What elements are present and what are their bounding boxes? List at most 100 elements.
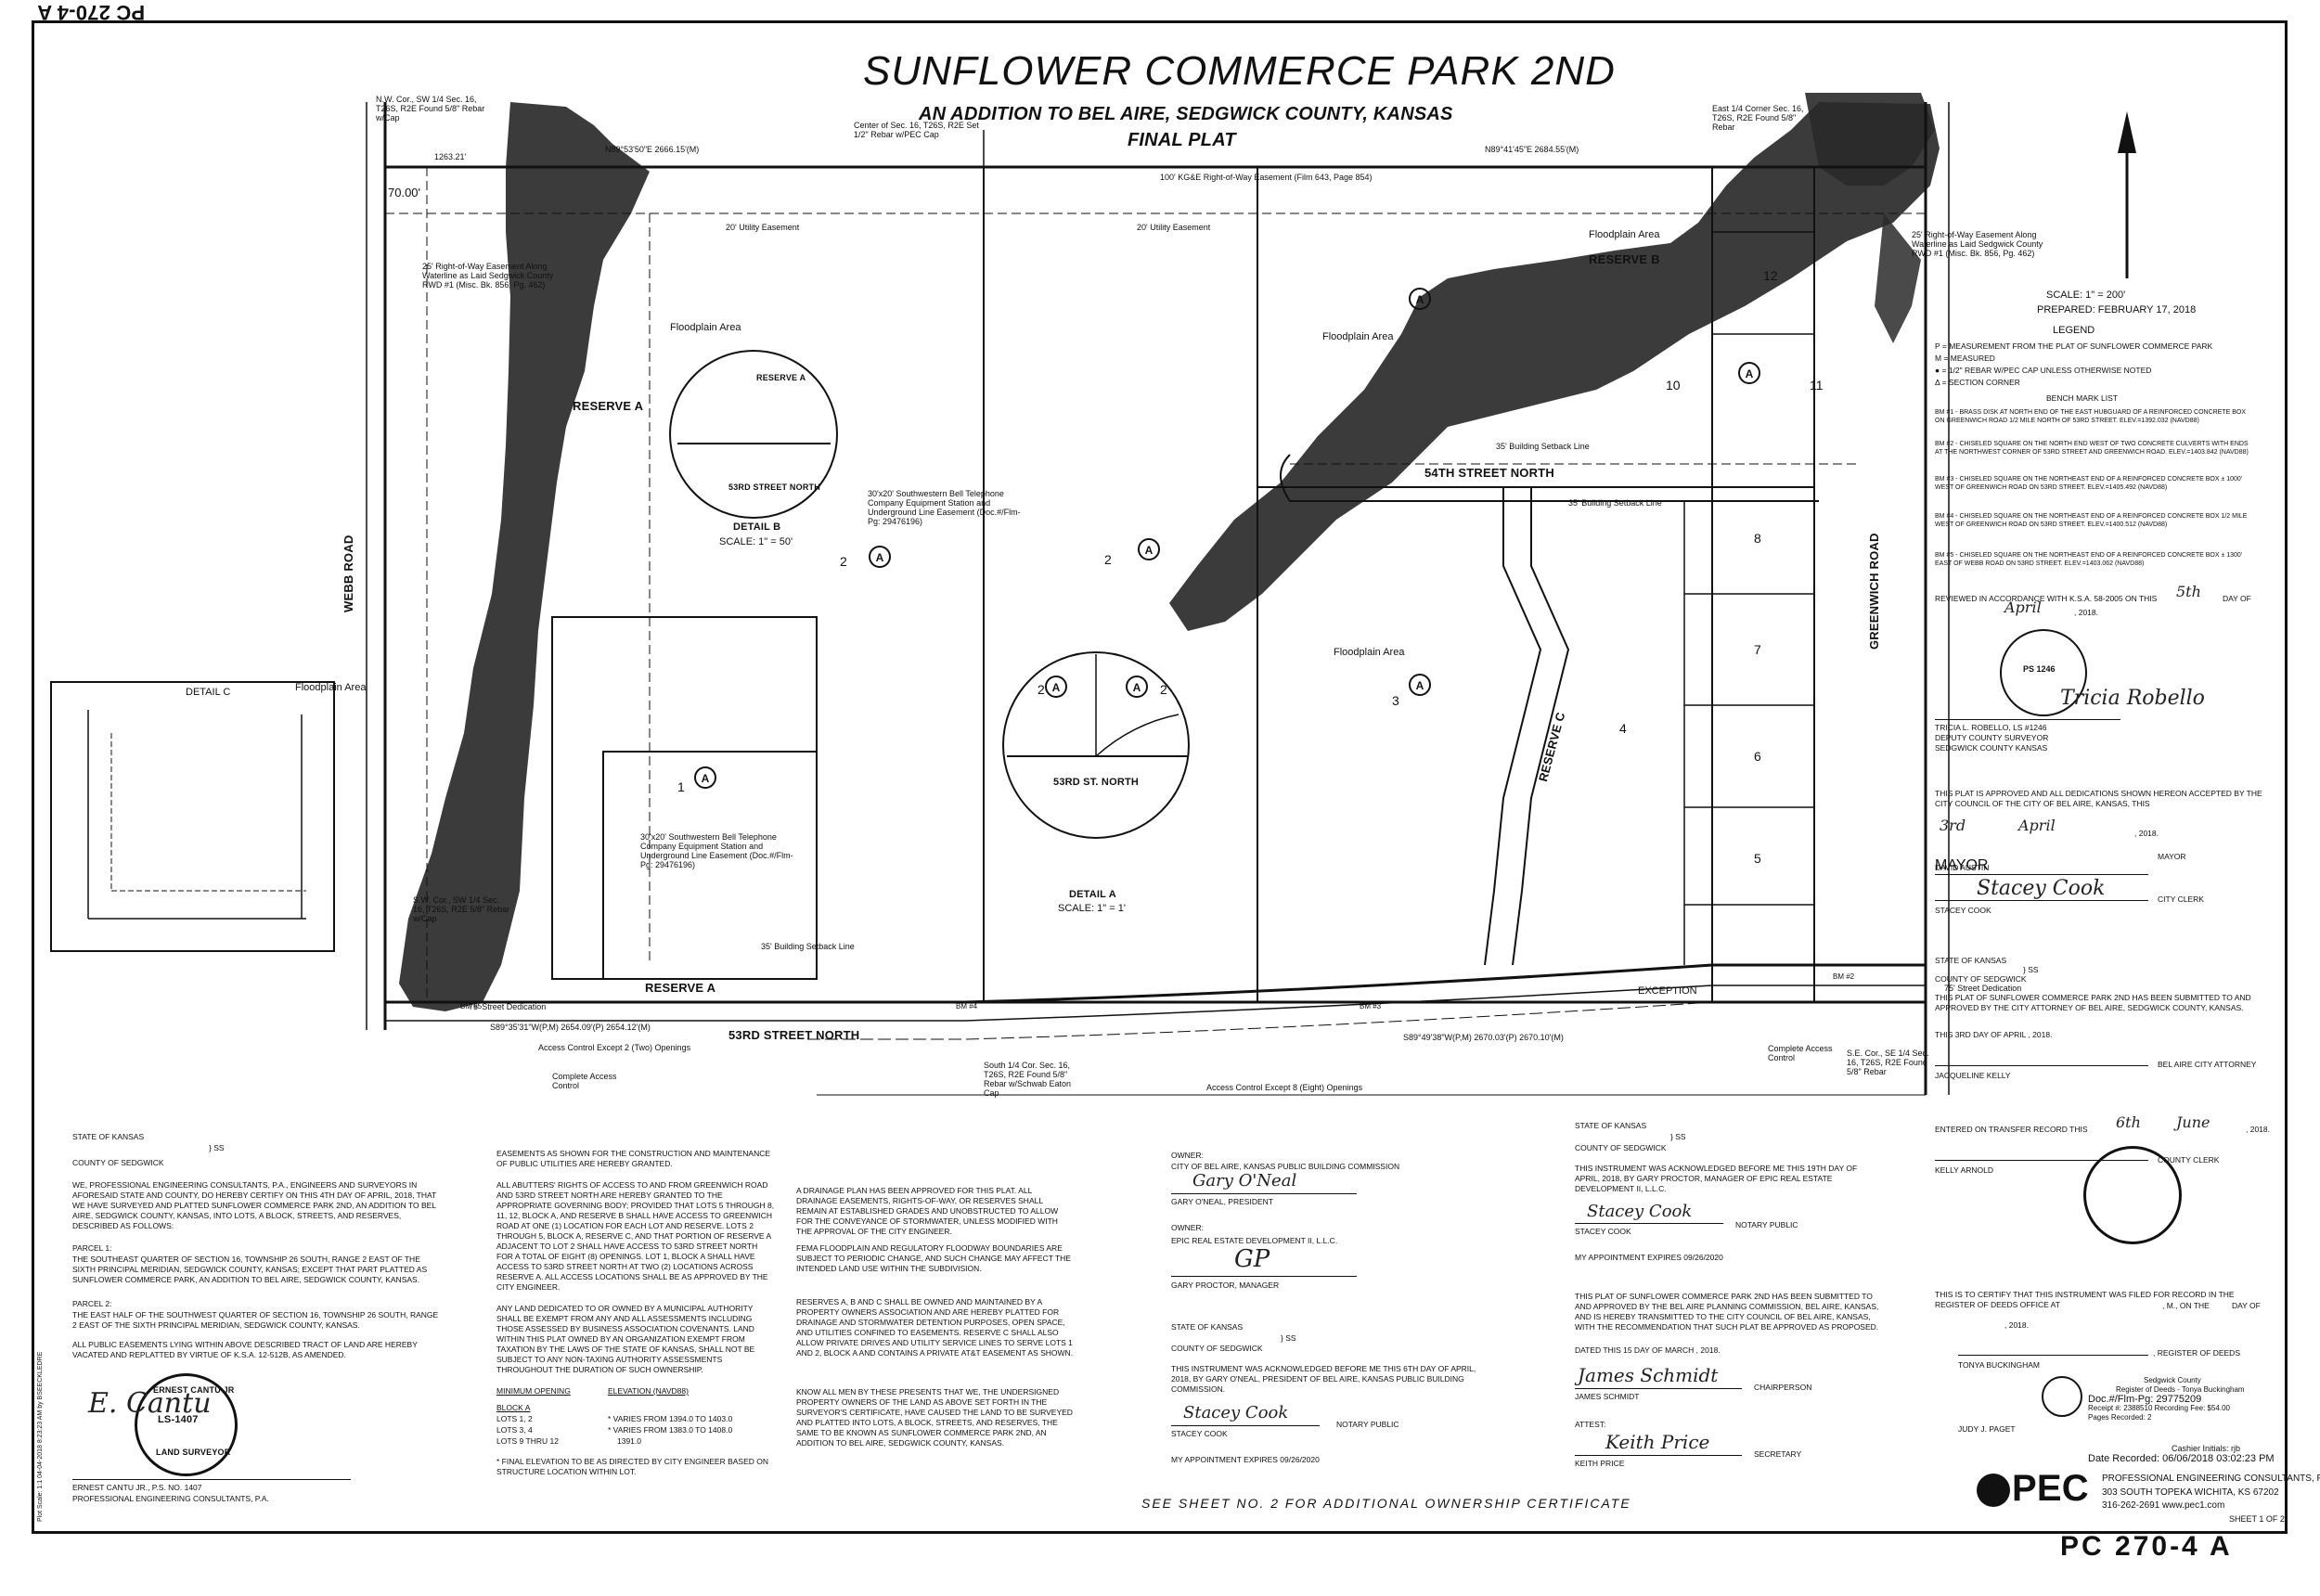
- dim-1263: 1263.21': [434, 152, 467, 161]
- svg-text:6: 6: [1754, 749, 1761, 764]
- vacate-text: ALL PUBLIC EASEMENTS LYING WITHIN ABOVE …: [72, 1340, 418, 1359]
- county-clerk-sig-line: [1935, 1160, 2148, 1161]
- cert-firm: PROFESSIONAL ENGINEERING CONSULTANTS, P.…: [72, 1494, 269, 1503]
- chair-sig-line: [1575, 1388, 1742, 1389]
- reviewed-day-label: DAY OF: [2223, 594, 2251, 603]
- chair-label: CHAIRPERSON: [1754, 1383, 1812, 1392]
- min-opening-title: MINIMUM OPENING: [496, 1386, 571, 1396]
- mayor-label: MAYOR: [2158, 852, 2186, 861]
- ack1-county: COUNTY OF SEDGWICK: [1171, 1344, 1263, 1353]
- recording-line: Pages Recorded: 2: [2088, 1413, 2152, 1422]
- secretary-label: SECRETARY: [1754, 1449, 1802, 1459]
- complete-access-label-east: Complete Access Control: [1768, 1044, 1833, 1062]
- street-dedication-label-west: 75' Street Dedication: [469, 1002, 547, 1011]
- reviewed-day: 5th: [2176, 583, 2201, 600]
- bearing-south-west: S89°35'31"W(P,M) 2654.09'(P) 2654.12'(M): [490, 1023, 651, 1032]
- svg-text:BM #2: BM #2: [1833, 972, 1855, 981]
- bench-mark-item: BM #5 - CHISELED SQUARE ON THE NORTHEAST…: [1935, 552, 2243, 567]
- lots-3-4: LOTS 3, 4: [496, 1425, 533, 1435]
- notary-1-sig-line: [1171, 1425, 1320, 1426]
- svg-text:5: 5: [1754, 851, 1761, 866]
- svg-text:7: 7: [1754, 642, 1761, 657]
- notary-1-label: NOTARY PUBLIC: [1336, 1420, 1399, 1429]
- attorney-name: JACQUELINE KELLY: [1935, 1071, 2011, 1080]
- center-section-label: Center of Sec. 16, T26S, R2E Set 1/2" Re…: [854, 121, 979, 139]
- ack2-text: THIS INSTRUMENT WAS ACKNOWLEDGED BEFORE …: [1575, 1164, 1858, 1193]
- ack2-county: COUNTY OF SEDGWICK: [1575, 1143, 1667, 1152]
- attorney-ss: } SS: [2023, 965, 2039, 974]
- street-dedication-label: 75' Street Dedication: [1944, 984, 2022, 993]
- row-easement-label-east: 25' Right-of-Way Easement Along Waterlin…: [1912, 230, 2043, 258]
- cert-state: STATE OF KANSAS: [72, 1132, 145, 1141]
- reserve-a-label: RESERVE A: [573, 399, 644, 413]
- elev-1: * VARIES FROM 1394.0 TO 1403.0: [608, 1414, 733, 1423]
- access-control-2-label: Access Control Except 2 (Two) Openings: [538, 1043, 691, 1052]
- surveyor-sig-line: [1935, 719, 2120, 720]
- svg-text:4: 4: [1619, 721, 1627, 736]
- lots-1-2: LOTS 1, 2: [496, 1414, 533, 1423]
- surveyor-cert-signature: E. Cantu: [88, 1387, 212, 1420]
- legend-item: ● = 1/2" REBAR W/PEC CAP UNLESS OTHERWIS…: [1935, 366, 2152, 375]
- block-a-label: BLOCK A: [496, 1403, 531, 1412]
- clerk-label: CITY CLERK: [2158, 895, 2204, 904]
- svg-text:BM #5: BM #5: [460, 1002, 483, 1010]
- transfer-year: , 2018.: [2246, 1125, 2270, 1134]
- ack1-state: STATE OF KANSAS: [1171, 1322, 1244, 1332]
- recording-line: Sedgwick County: [2144, 1376, 2201, 1384]
- parcel1-title: PARCEL 1:: [72, 1243, 112, 1253]
- svg-text:A: A: [876, 551, 884, 564]
- notary-2-signature: Stacey Cook: [1587, 1202, 1693, 1221]
- floodplain-label-east: Floodplain Area: [1589, 229, 1660, 240]
- surveyor-title: DEPUTY COUNTY SURVEYOR: [1935, 733, 2049, 742]
- detail-b-reserve: RESERVE A: [756, 373, 806, 382]
- attorney-sig-line: [1935, 1065, 2148, 1066]
- svg-text:A: A: [1133, 681, 1141, 694]
- firm-name: PROFESSIONAL ENGINEERING CONSULTANTS, P.…: [2102, 1474, 2320, 1484]
- final-elev-note: * FINAL ELEVATION TO BE AS DIRECTED BY C…: [496, 1457, 769, 1476]
- secretary-name: KEITH PRICE: [1575, 1459, 1625, 1468]
- svg-text:A: A: [1416, 679, 1424, 692]
- county-clerk-name: KELLY ARNOLD: [1935, 1165, 1993, 1175]
- owner-1-sig-line: [1171, 1193, 1357, 1194]
- filed-text: THIS IS TO CERTIFY THAT THIS INSTRUMENT …: [1935, 1290, 2235, 1309]
- utility-easement-label-2: 20' Utility Easement: [1137, 223, 1211, 232]
- bell-easement-label: 30'x20' Southwestern Bell Telephone Comp…: [868, 489, 1021, 526]
- detail-a-street: 53RD ST. NORTH: [1053, 777, 1140, 788]
- owner-2-signature: GP: [1234, 1245, 1270, 1273]
- svg-text:A: A: [702, 772, 710, 785]
- plat-type: FINAL PLAT: [1128, 130, 1236, 150]
- transfer-day: 6th: [2116, 1113, 2141, 1131]
- east-quarter-label: East 1/4 Corner Sec. 16, T26S, R2E Found…: [1712, 104, 1804, 132]
- reviewed-text: REVIEWED IN ACCORDANCE WITH K.S.A. 58-20…: [1935, 594, 2158, 603]
- planning-text: THIS PLAT OF SUNFLOWER COMMERCE PARK 2ND…: [1575, 1292, 1879, 1332]
- register-sig-line: [1958, 1355, 2148, 1356]
- row-easement-label: 25' Right-of-Way Easement Along Waterlin…: [422, 262, 554, 290]
- surveyor-seal-number: LS-1407: [158, 1414, 199, 1425]
- detail-b-title: DETAIL B: [733, 521, 781, 533]
- cert-county: COUNTY OF SEDGWICK: [72, 1158, 164, 1167]
- recording-doc: Doc.#/Flm-Pg: 29775209: [2088, 1394, 2202, 1405]
- surveyor-seal: [135, 1373, 238, 1476]
- filed-year: , 2018.: [2004, 1320, 2029, 1330]
- svg-text:11: 11: [1810, 378, 1824, 393]
- ack1-text: THIS INSTRUMENT WAS ACKNOWLEDGED BEFORE …: [1171, 1364, 1476, 1394]
- firm-address: 303 SOUTH TOPEKA WICHITA, KS 67202: [2102, 1487, 2279, 1498]
- council-year: , 2018.: [2134, 829, 2159, 838]
- bench-mark-item: BM #1 - BRASS DISK AT NORTH END OF THE E…: [1935, 409, 2247, 424]
- lots-9-12: LOTS 9 THRU 12: [496, 1436, 559, 1446]
- floodplain-east-edge: [1875, 213, 1921, 343]
- filed-at: , M., ON THE: [2162, 1301, 2210, 1310]
- parcel2-title: PARCEL 2:: [72, 1299, 112, 1308]
- bearing-north-east: N89°41'45"E 2684.55'(M): [1485, 145, 1579, 154]
- legend-item: Δ = SECTION CORNER: [1935, 378, 2020, 387]
- file-path-text: Plot Scale: 1:1 04-04-2018 8:23:23 AM by…: [37, 1351, 44, 1522]
- recording-stamp: Sedgwick County Register of Deeds - Tony…: [2088, 1376, 2278, 1443]
- detail-a-scale: SCALE: 1" = 1': [1058, 903, 1126, 914]
- elev-3: 1391.0: [617, 1436, 641, 1446]
- svg-text:2: 2: [1104, 552, 1112, 567]
- chair-name: JAMES SCHMIDT: [1575, 1392, 1640, 1401]
- bench-mark-item: BM #3 - CHISELED SQUARE ON THE NORTHEAST…: [1935, 476, 2243, 491]
- notary-2-sig-line: [1575, 1223, 1723, 1224]
- svg-text:3: 3: [1392, 693, 1399, 708]
